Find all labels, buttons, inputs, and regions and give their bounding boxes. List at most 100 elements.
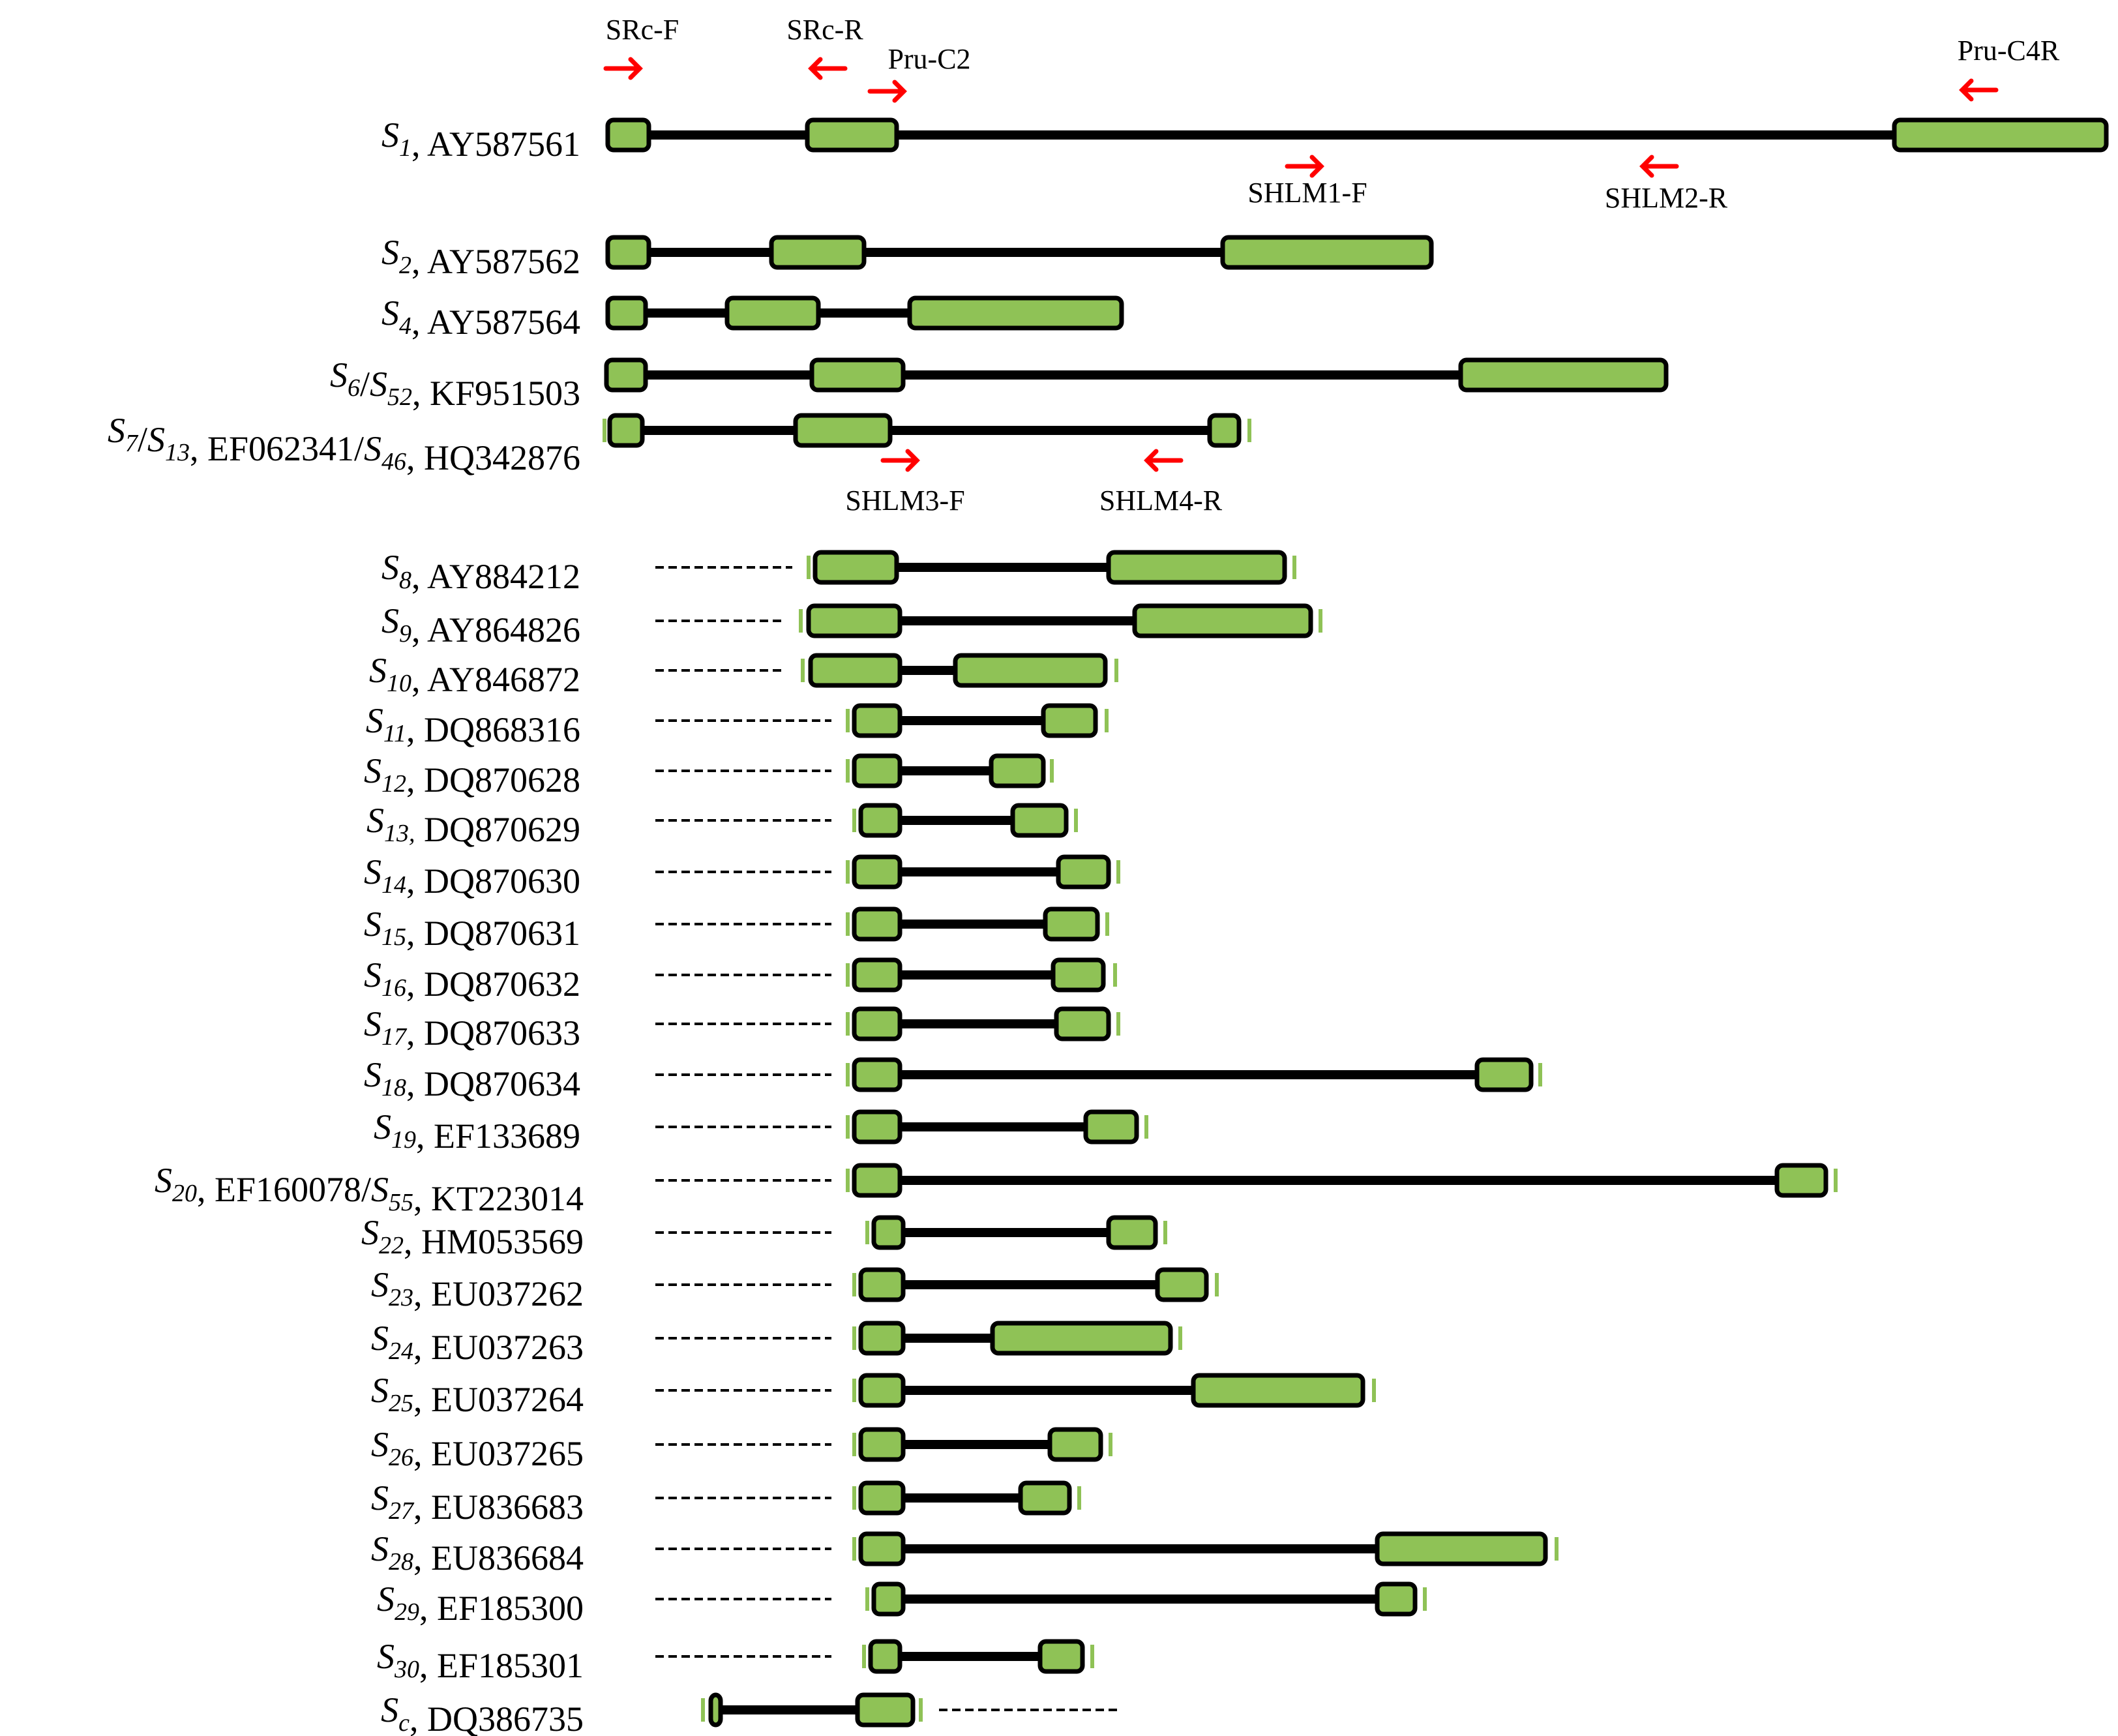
gene-row: S22, HM053569 — [361, 1213, 1167, 1261]
gene-row: S7/S13, EF062341/S46, HQ342876 — [108, 411, 1251, 477]
gene-label: S13, DQ870629 — [366, 801, 580, 849]
exon-box — [1458, 357, 1669, 393]
exon-box — [605, 117, 651, 153]
exon-box — [858, 1267, 906, 1302]
exon-box — [1375, 1531, 1548, 1566]
primer-label: SHLM3-F — [845, 485, 964, 516]
gene-label: Sc, DQ386735 — [381, 1690, 584, 1736]
exon-box — [1083, 1109, 1139, 1145]
gene-row: S25, EU037264 — [371, 1371, 1376, 1419]
gene-row: S20, EF160078/S55, KT223014 — [155, 1161, 1838, 1218]
gene-label: S17, DQ870633 — [364, 1004, 580, 1053]
gene-row: S16, DQ870632 — [364, 955, 1117, 1004]
exon-box — [871, 1215, 906, 1250]
exon-box — [858, 1427, 906, 1462]
primer-pru-c2: Pru-C2 — [867, 43, 971, 103]
exon-box — [1018, 1480, 1072, 1516]
exon-box — [1220, 235, 1434, 270]
primer-label: SHLM2-R — [1605, 182, 1728, 214]
exon-box — [1155, 1267, 1209, 1302]
gene-label: S20, EF160078/S55, KT223014 — [155, 1161, 584, 1218]
gene-label: S12, DQ870628 — [364, 751, 580, 800]
gene-row: S27, EU836683 — [371, 1478, 1081, 1527]
gene-row: S18, DQ870634 — [364, 1055, 1542, 1103]
exon-box — [806, 603, 902, 638]
gene-label: S2, AY587562 — [381, 233, 580, 281]
exon-box — [793, 413, 893, 448]
exon-box — [852, 753, 902, 788]
exon-box — [1054, 1006, 1111, 1041]
gene-label: S8, AY884212 — [381, 548, 580, 596]
exon-box — [1207, 413, 1242, 448]
gene-label: S27, EU836683 — [371, 1478, 584, 1527]
exon-box — [852, 854, 902, 890]
gene-row: S12, DQ870628 — [364, 751, 1054, 800]
gene-label: S11, DQ868316 — [366, 701, 580, 749]
exon-box — [809, 357, 906, 393]
exon-box — [605, 295, 648, 331]
gene-row: S24, EU037263 — [371, 1319, 1182, 1367]
gene-row: S15, DQ870631 — [364, 905, 1109, 953]
exon-box — [858, 803, 902, 838]
exon-box — [852, 1006, 902, 1041]
exon-box — [1047, 1427, 1103, 1462]
exon-box — [858, 1373, 906, 1408]
gene-label: S1, AY587561 — [381, 115, 580, 164]
gene-label: S18, DQ870634 — [364, 1055, 580, 1103]
gene-label: S7/S13, EF062341/S46, HQ342876 — [108, 411, 580, 477]
exon-box — [852, 957, 902, 993]
primer-pru-c4r: Pru-C4R — [1958, 35, 2060, 102]
gene-row: S29, EF185300 — [377, 1579, 1427, 1628]
gene-label: S10, AY846872 — [369, 651, 580, 699]
exon-box — [953, 653, 1108, 688]
gene-row: Sc, DQ386735 — [381, 1690, 1118, 1736]
exon-box — [1037, 1639, 1085, 1674]
gene-label: S9, AY864826 — [381, 601, 580, 650]
exon-box — [989, 753, 1046, 788]
gene-row: S4, AY587564 — [381, 293, 1124, 342]
primer-shlm3-f: SHLM3-F — [845, 449, 965, 516]
arrow-right-icon — [1285, 155, 1324, 178]
primer-label: Pru-C4R — [1958, 35, 2060, 67]
exon-box — [990, 1321, 1173, 1356]
exon-box — [607, 413, 645, 448]
primer-label: SHLM1-F — [1247, 177, 1367, 209]
gene-row: S19, EF133689 — [374, 1107, 1148, 1156]
primer-label: SRc-F — [606, 14, 679, 46]
primer-src-r: SRc-R — [786, 14, 863, 80]
gene-row: S1, AY587561 — [381, 115, 2109, 164]
gene-label: S14, DQ870630 — [364, 852, 580, 901]
gene-label: S23, EU037262 — [371, 1265, 584, 1313]
exon-box — [769, 235, 867, 270]
gene-label: S28, EU836684 — [371, 1529, 584, 1578]
gene-label: S26, EU037265 — [371, 1425, 584, 1473]
gene-label: S25, EU037264 — [371, 1371, 584, 1419]
exon-box — [858, 1321, 906, 1356]
exon-box — [852, 703, 902, 738]
gene-row: S14, DQ870630 — [364, 852, 1120, 901]
exon-box — [1774, 1163, 1828, 1198]
gene-row: S28, EU836684 — [371, 1529, 1559, 1578]
primer-shlm1-f: SHLM1-F — [1247, 155, 1367, 209]
gene-row: S6/S52, KF951503 — [330, 355, 1669, 413]
gene-label: S6/S52, KF951503 — [330, 355, 580, 413]
primer-layer: SRc-F SRc-R Pru-C2 Pru-C4R SHLM1-F SHLM2-R SHL… — [603, 14, 2060, 516]
primer-shlm4-r: SHLM4-R — [1099, 449, 1223, 516]
exon-box — [1892, 117, 2109, 153]
exon-box — [1474, 1057, 1534, 1092]
exon-box — [858, 1480, 906, 1516]
arrow-left-icon — [1144, 449, 1184, 472]
exon-box — [852, 1163, 902, 1198]
primer-label: Pru-C2 — [887, 43, 970, 75]
gene-row: S9, AY864826 — [381, 601, 1322, 650]
exon-box — [855, 1692, 916, 1728]
exon-box — [1043, 906, 1100, 942]
exon-box — [1041, 703, 1098, 738]
exon-box — [1051, 957, 1106, 993]
arrow-left-icon — [1959, 78, 1999, 102]
exon-box — [1375, 1581, 1418, 1617]
primer-shlm2-r: SHLM2-R — [1605, 155, 1728, 214]
primer-src-f: SRc-F — [603, 14, 679, 80]
exon-box — [805, 117, 899, 153]
